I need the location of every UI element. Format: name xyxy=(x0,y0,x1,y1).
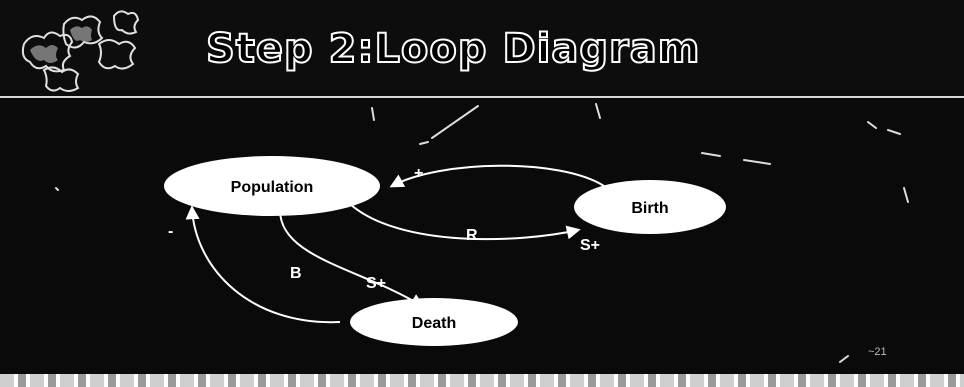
node-birth: Birth xyxy=(574,180,726,234)
scan-noise xyxy=(55,103,909,363)
edge-death-to-population xyxy=(185,205,341,324)
edge-population-to-birth xyxy=(349,203,581,241)
node-birth-label: Birth xyxy=(631,200,668,217)
slide-header: Step 2:Loop Diagram xyxy=(0,0,964,98)
puzzle-pieces-icon xyxy=(21,10,140,92)
edge-label-minus: - xyxy=(168,223,173,240)
node-population: Population xyxy=(164,156,380,216)
node-death: Death xyxy=(350,298,518,346)
edge-population-to-death xyxy=(279,209,425,308)
causal-loop-diagram: Population Birth Death + - S+ S+ R B xyxy=(55,103,909,363)
loop-label-reinforcing: R xyxy=(466,227,478,244)
footer-bar xyxy=(0,374,964,387)
edge-label-plus: + xyxy=(414,165,423,182)
edge-label-s-plus-birth: S+ xyxy=(580,237,600,254)
edge-label-s-plus-death: S+ xyxy=(366,275,386,292)
edge-birth-to-population xyxy=(389,164,605,188)
loop-label-balancing: B xyxy=(290,265,302,282)
slide-title: Step 2:Loop Diagram xyxy=(205,25,701,73)
node-death-label: Death xyxy=(412,315,456,332)
page-number: ~21 xyxy=(868,346,887,358)
node-population-label: Population xyxy=(231,179,314,196)
